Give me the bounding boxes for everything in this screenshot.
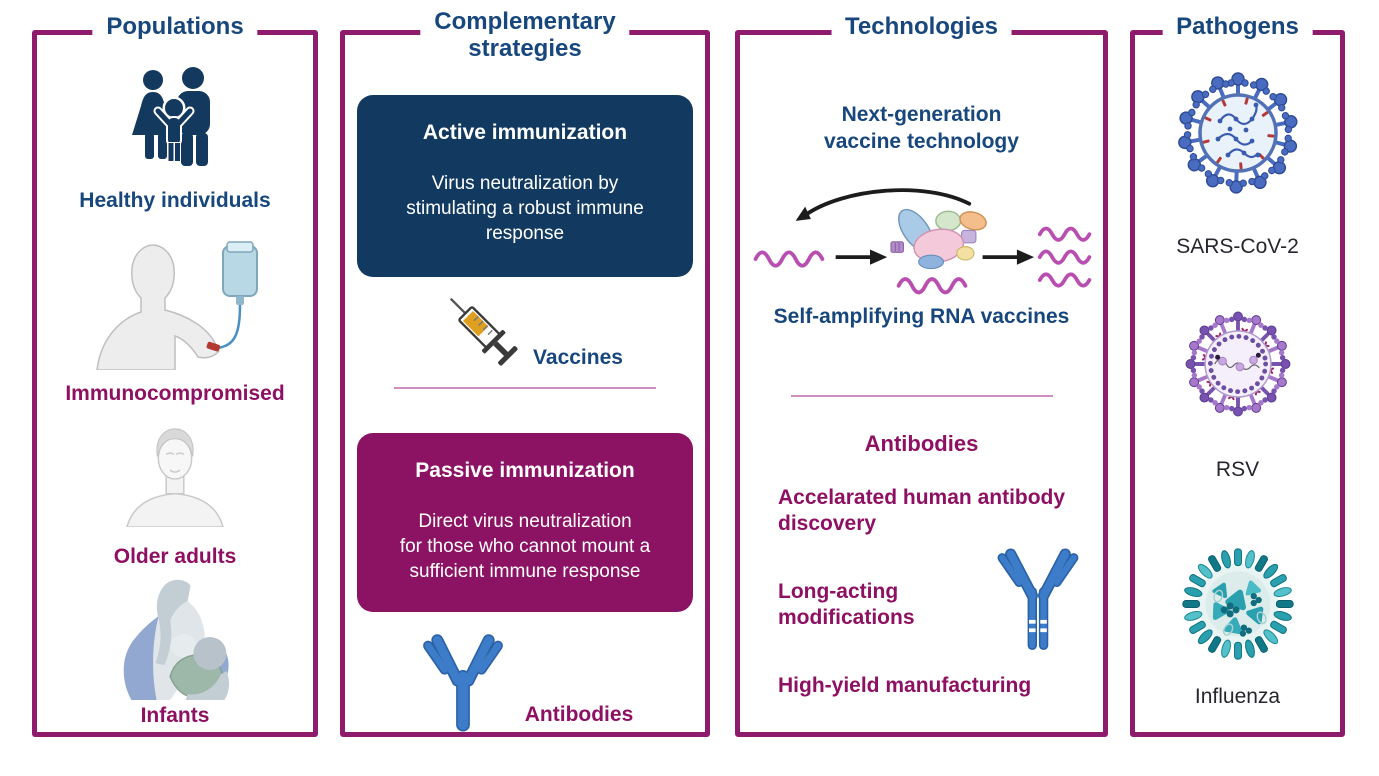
active-immunization-heading: Active immunization	[422, 121, 628, 144]
bullet-antibody-discovery: Accelarated human antibody discovery	[778, 486, 1066, 535]
bullet-long-acting: Long-acting modifications	[778, 580, 915, 629]
populations-title: Populations	[92, 13, 258, 40]
next-gen-vaccine-heading: Next-generation vaccine technology	[824, 103, 1019, 153]
coronavirus-icon	[1177, 72, 1298, 194]
tech-antibodies-heading: Antibodies	[864, 431, 979, 456]
sarna-caption: Self-amplifying RNA vaccines	[773, 305, 1070, 328]
passive-immunization-box: Passive immunization Direct virus neutra…	[357, 433, 693, 612]
strategies-title-line1: Complementary	[434, 8, 616, 35]
flu-spikes	[1181, 548, 1294, 660]
active-immunization-description: Virus neutralization by stimulating a ro…	[406, 173, 644, 244]
sars-spikes	[1177, 72, 1298, 194]
strategies-column: Complementary strategies Active immuniza…	[340, 8, 710, 737]
breastfeeding-icon	[123, 579, 230, 700]
antibody-icon	[997, 548, 1079, 650]
pathogens-column: Pathogens	[1130, 13, 1345, 737]
technologies-column: Technologies Next-generation vaccine tec…	[735, 13, 1108, 737]
sars-cov-2-label: SARS-CoV-2	[1176, 235, 1299, 258]
strategies-divider	[394, 387, 656, 390]
populations-body: Healthy individuals Immunocompromised Ol…	[37, 35, 313, 732]
strategies-body: Active immunization Virus neutralization…	[345, 35, 705, 732]
antibodies-row: Antibodies	[417, 620, 634, 732]
pathogens-body: SARS-CoV-2	[1135, 35, 1340, 732]
family-icon	[132, 67, 210, 166]
rsv-virus-icon	[1185, 311, 1290, 417]
pathogens-title: Pathogens	[1162, 13, 1313, 40]
technologies-title: Technologies	[831, 13, 1012, 40]
iv-infusion-icon	[96, 241, 258, 370]
influenza-label: Influenza	[1194, 685, 1281, 708]
technologies-body: Next-generation vaccine technology	[740, 35, 1103, 732]
antibody-icon	[422, 634, 503, 732]
strategies-title: Complementary strategies	[420, 8, 630, 62]
antibodies-caption: Antibodies	[524, 703, 634, 726]
healthy-individuals-label: Healthy individuals	[79, 189, 271, 212]
passive-immunization-heading: Passive immunization	[415, 459, 635, 483]
older-adult-icon	[126, 428, 224, 527]
vaccines-row: Vaccines	[435, 283, 623, 381]
rsv-label: RSV	[1215, 458, 1260, 481]
active-immunization-box: Active immunization Virus neutralization…	[357, 95, 693, 278]
self-amplifying-rna-diagram	[753, 188, 1091, 295]
syringe-icon	[449, 298, 518, 366]
passive-immunization-description: Direct virus neutralization for those wh…	[399, 511, 651, 583]
older-adults-label: Older adults	[113, 545, 237, 568]
bullet-high-yield: High-yield manufacturing	[778, 674, 1032, 697]
influenza-virus-icon	[1181, 548, 1294, 660]
vaccines-caption: Vaccines	[533, 346, 623, 370]
populations-column: Populations	[32, 13, 318, 737]
infants-label: Infants	[140, 704, 210, 727]
antibody-bullet-list: Accelarated human antibody discovery Lon…	[740, 457, 1103, 699]
replicase-complex	[889, 208, 987, 270]
technologies-divider	[790, 395, 1053, 397]
immunocompromised-label: Immunocompromised	[65, 382, 285, 405]
strategies-title-line2: strategies	[468, 35, 582, 62]
